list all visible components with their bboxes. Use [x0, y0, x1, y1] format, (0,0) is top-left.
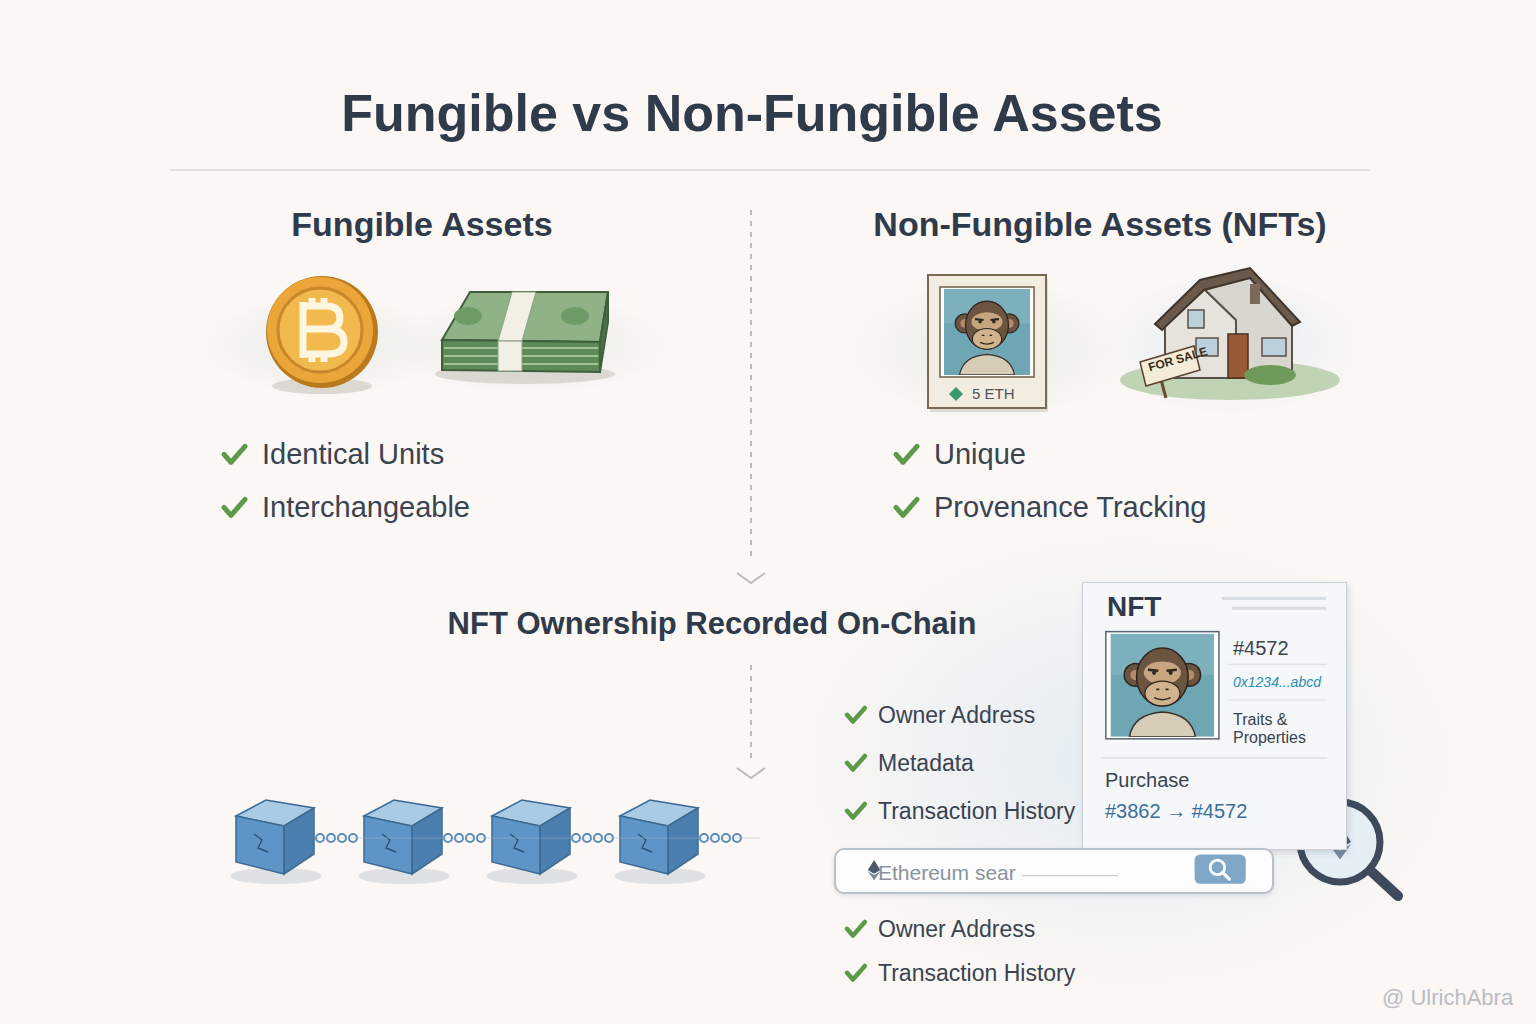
dashed-divider	[737, 210, 765, 778]
nft-card: NFT #4572 0x1234...abcdTraits & Properties…	[1082, 582, 1347, 850]
cube-side	[668, 808, 698, 874]
card-rule	[1228, 699, 1327, 700]
section-heading: NFT Ownership Recorded On-Chain	[448, 606, 977, 642]
feature-item: Unique	[934, 438, 1026, 471]
search-underline	[1022, 875, 1118, 876]
feature-item: Provenance Tracking	[934, 491, 1206, 524]
cube-front	[236, 816, 284, 874]
owner-address: 0x1234...abcd	[1233, 674, 1321, 690]
feature-item: Identical Units	[262, 438, 444, 471]
watermark: @ UlrichAbra	[1382, 985, 1513, 1010]
cube-front	[492, 816, 540, 874]
purchase-label: Purchase	[1105, 769, 1190, 792]
cash-stack	[435, 292, 615, 384]
token-id: #4572	[1233, 637, 1289, 660]
bitcoin-coin	[266, 276, 378, 394]
record-item: Owner Address	[878, 702, 1035, 728]
cube-front	[620, 816, 668, 874]
cube-front	[364, 816, 412, 874]
check-mark	[847, 708, 865, 722]
check-mark	[224, 499, 245, 515]
node-text: 5 ETH	[972, 385, 1015, 402]
ape-frame	[1106, 632, 1219, 739]
search-button	[1195, 855, 1246, 884]
search-bar: Ethereum sear	[834, 848, 1274, 894]
cube-crack	[254, 834, 268, 852]
nft-frame	[928, 275, 1048, 412]
title: Fungible vs Non-Fungible Assets	[341, 84, 1162, 144]
nft-frame-node: 5 ETH	[928, 275, 1046, 411]
ape-portrait	[1111, 634, 1214, 737]
card-title: NFT	[1107, 591, 1161, 623]
check-marks	[224, 446, 917, 979]
record-item: Metadata	[878, 750, 974, 776]
check-mark	[224, 446, 245, 462]
section-heading: Non-Fungible Assets (NFTs)	[873, 205, 1326, 244]
record-item: Transaction History	[878, 960, 1075, 986]
section-heading: Fungible Assets	[291, 205, 552, 244]
card-header-rule	[1222, 597, 1326, 600]
check-mark	[847, 804, 865, 818]
record-item: Transaction History	[878, 798, 1075, 824]
cube-crack	[638, 834, 652, 852]
cube-side	[540, 808, 570, 874]
check-mark	[896, 446, 917, 462]
cube-side	[412, 808, 442, 874]
card-rule	[1228, 664, 1327, 665]
search-placeholder: Ethereum sear	[878, 861, 1016, 885]
chain-link	[316, 838, 760, 839]
check-mark	[896, 499, 917, 515]
card-header-rule	[1232, 607, 1326, 610]
cube-crack	[382, 834, 396, 852]
title-rule	[170, 169, 1370, 171]
cube-side	[284, 808, 314, 874]
transfer-history: #3862 → #4572	[1105, 800, 1247, 823]
feature-item: Interchangeable	[262, 491, 470, 524]
house	[1120, 268, 1340, 400]
check-mark	[847, 966, 865, 980]
record-item: Owner Address	[878, 916, 1035, 942]
background-wash	[202, 275, 1460, 990]
search-icon	[1223, 873, 1229, 879]
check-mark	[847, 756, 865, 770]
blockchain	[230, 800, 760, 884]
card-rule	[1101, 757, 1327, 758]
cube-crack	[510, 834, 524, 852]
traits-text: Traits & Properties	[1233, 711, 1337, 748]
check-mark	[847, 922, 865, 936]
